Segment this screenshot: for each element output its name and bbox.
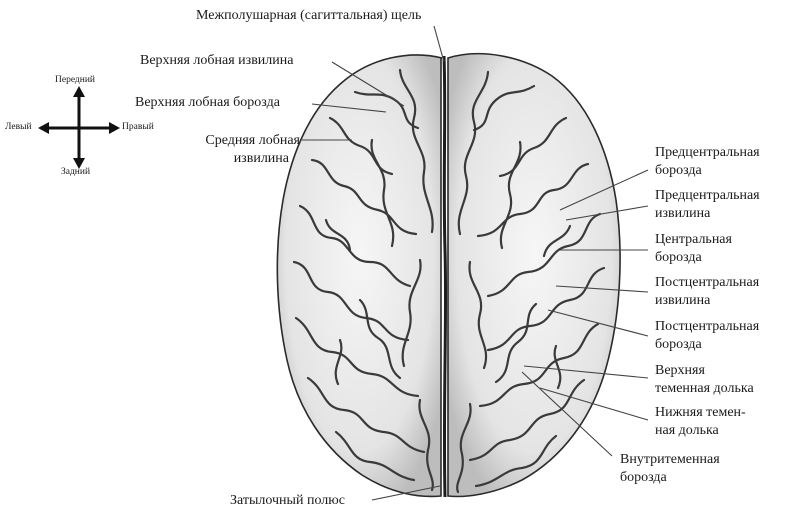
leader-fissure [433, 25, 445, 63]
orientation-compass [38, 86, 120, 169]
mid-frontal-gyrus-label-line2: извилина [233, 151, 289, 166]
compass-left-label: Левый [5, 122, 32, 132]
precentral-sulcus-label-line2: борозда [655, 163, 702, 178]
precentral-gyrus-label-line2: извилина [655, 206, 711, 221]
right-sulci [456, 70, 606, 494]
arrow-up-icon [73, 86, 85, 97]
intraparietal-label-line2: борозда [620, 470, 667, 485]
compass-back-label: Задний [61, 167, 91, 177]
leader-occipital-pole [371, 485, 441, 501]
inf-parietal-label-line2: ная долька [655, 423, 719, 438]
leader-precentral-gyrus [565, 205, 649, 221]
arrow-left-icon [38, 122, 49, 134]
precentral-sulcus-label-line1: Предцентральная [655, 145, 760, 160]
fissure-label: Межполушарная (сагиттальная) щель [196, 8, 422, 23]
intraparietal-label-line1: Внутритеменная [620, 452, 720, 467]
postcentral-sulcus-label-line2: борозда [655, 337, 702, 352]
central-sulcus-label-line2: борозда [655, 250, 702, 265]
leader-postcentral-sulcus [547, 309, 649, 337]
left-sulci [292, 68, 434, 492]
brain-illustration [276, 52, 621, 498]
precentral-gyrus-label-line1: Предцентральная [655, 188, 760, 203]
leader-sup-parietal [523, 365, 649, 379]
sup-parietal-label-line1: Верхняя [655, 363, 705, 378]
leader-sup-frontal-gyrus [331, 61, 405, 107]
leader-lines [302, 25, 649, 501]
arrow-right-icon [109, 122, 120, 134]
postcentral-sulcus-label-line1: Постцентральная [655, 319, 760, 334]
leader-precentral-sulcus [559, 169, 649, 211]
left-hemisphere [276, 54, 443, 498]
postcentral-gyrus-label-line1: Постцентральная [655, 275, 760, 290]
postcentral-gyrus-label-line2: извилина [655, 293, 711, 308]
central-sulcus-label-line1: Центральная [655, 232, 732, 247]
sup-frontal-sulcus-label: Верхняя лобная борозда [135, 95, 280, 110]
compass-front-label: Передний [55, 75, 96, 85]
longitudinal-fissure [442, 55, 448, 498]
leader-inf-parietal [539, 387, 649, 421]
leader-postcentral-gyrus [555, 285, 649, 293]
leader-sup-frontal-sulcus [311, 103, 387, 113]
leader-intraparietal [521, 371, 613, 457]
occipital-pole-label: Затылочный полюс [230, 493, 345, 508]
arrow-down-icon [73, 158, 85, 169]
compass-right-label: Правый [122, 122, 154, 132]
inf-parietal-label-line1: Нижняя темен- [655, 405, 746, 420]
mid-frontal-gyrus-label-line1: Средняя лобная [205, 133, 300, 148]
sup-frontal-gyrus-label: Верхняя лобная извилина [140, 53, 294, 68]
sup-parietal-label-line2: теменная долька [655, 381, 754, 396]
